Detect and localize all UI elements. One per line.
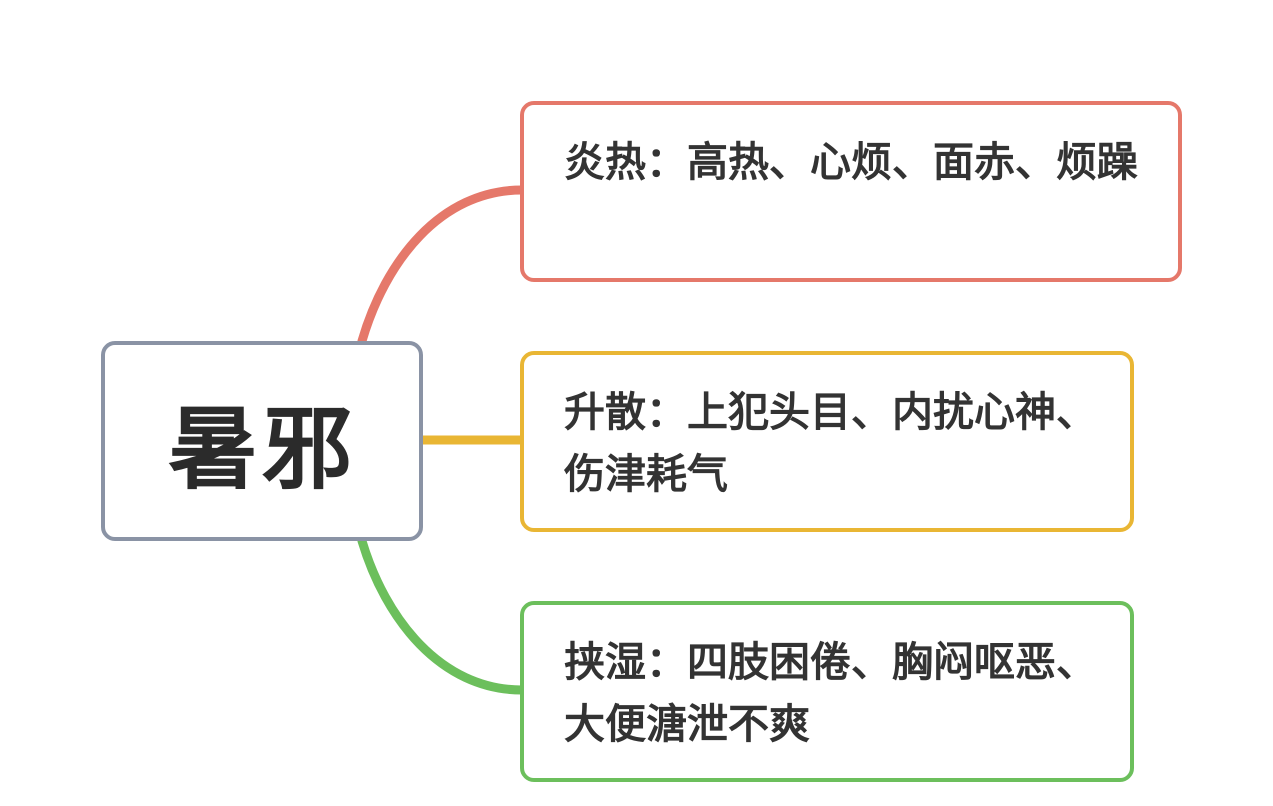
connector-branch-1	[357, 185, 527, 346]
connector-branch-3	[357, 536, 527, 695]
branch-node-heat: 炎热：高热、心烦、面赤、烦躁	[520, 101, 1182, 282]
branch-label-dampness: 挟湿：四肢困倦、胸闷呕恶、大便溏泄不爽	[564, 638, 1097, 748]
branch-node-ascending: 升散：上犯头目、内扰心神、伤津耗气	[520, 351, 1134, 532]
root-label: 暑邪	[168, 397, 356, 502]
branch-label-heat: 炎热：高热、心烦、面赤、烦躁	[564, 138, 1138, 186]
root-node: 暑邪	[101, 341, 423, 541]
branch-label-ascending: 升散：上犯头目、内扰心神、伤津耗气	[564, 388, 1097, 498]
branch-node-dampness: 挟湿：四肢困倦、胸闷呕恶、大便溏泄不爽	[520, 601, 1134, 782]
